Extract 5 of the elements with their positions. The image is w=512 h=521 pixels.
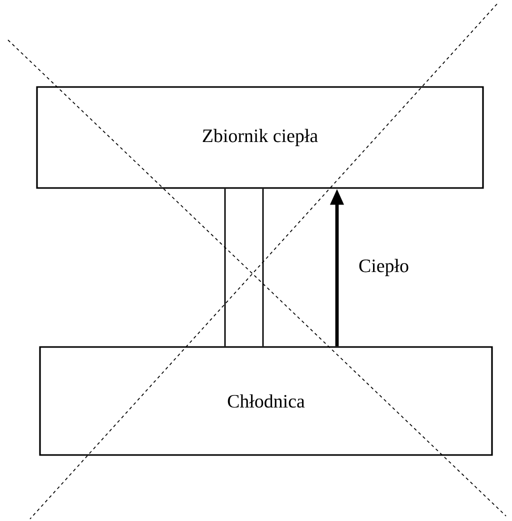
process-box: Chłodnica (39, 346, 493, 456)
pipe-line (262, 188, 264, 346)
pipe-line (224, 188, 226, 346)
process-box: Zbiornik ciepła (36, 86, 484, 189)
edge-label: Ciepło (359, 258, 408, 276)
